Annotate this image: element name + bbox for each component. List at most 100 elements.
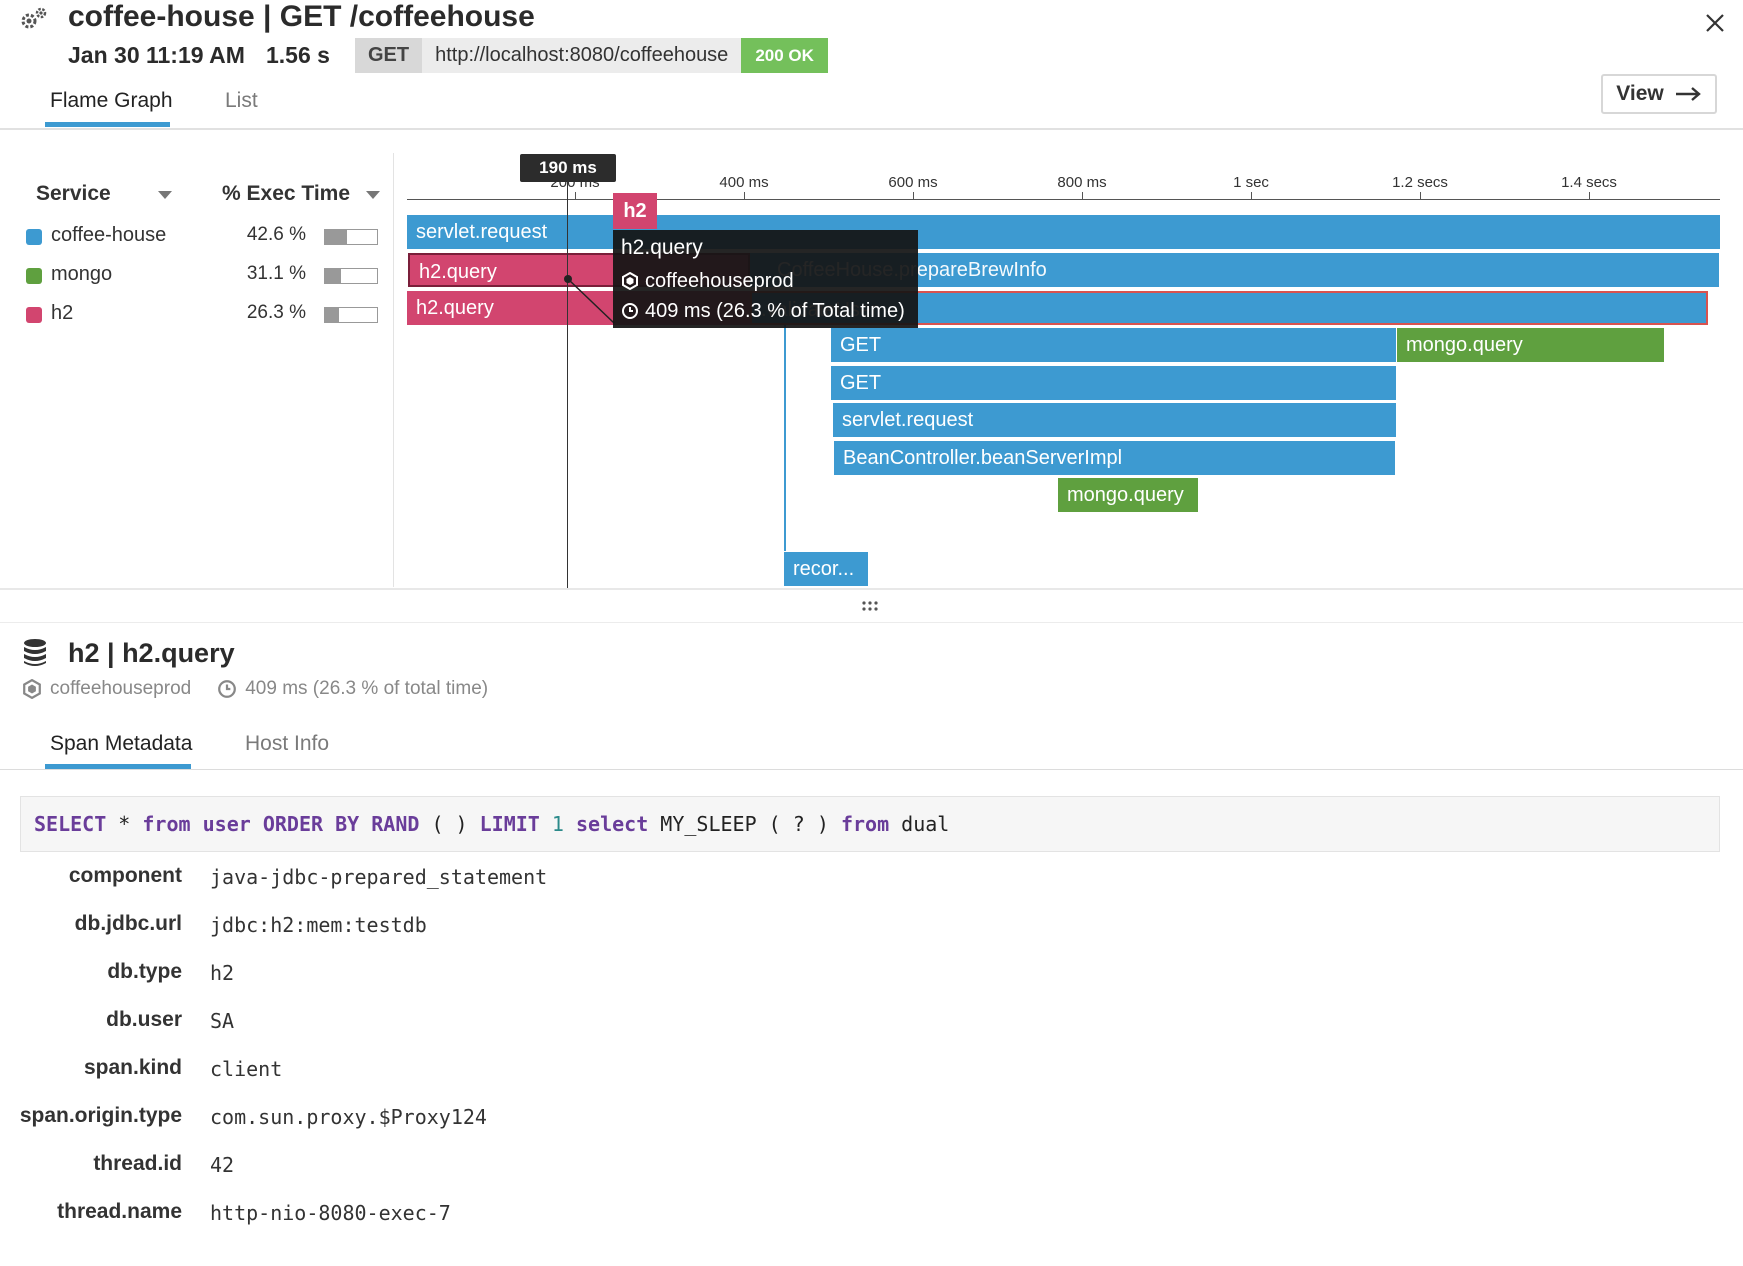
sql-token: user — [202, 812, 251, 836]
flame-span-label: BeanController.beanServerImpl — [843, 447, 1123, 469]
service-row[interactable]: coffee-house 42.6 % — [26, 222, 386, 252]
axis-tick-label: 1 sec — [1233, 174, 1269, 191]
environment-hexagon-icon — [622, 272, 638, 290]
flame-span[interactable]: servlet.request — [833, 403, 1396, 437]
axis-tick-label: 800 ms — [1057, 174, 1107, 191]
tooltip-span-name: h2.query — [621, 236, 703, 259]
sql-token: ( — [431, 812, 444, 836]
metadata-key: component — [68, 864, 182, 887]
environment-hexagon-icon — [23, 679, 41, 699]
span-detail-meta: coffeehouseprod 409 ms (26.3 % of total … — [22, 678, 514, 700]
flame-span-label: mongo.query — [1406, 334, 1523, 356]
flame-span[interactable]: mongo.query — [1058, 478, 1198, 512]
span-connector-line — [784, 325, 786, 551]
metadata-key: span.kind — [83, 1056, 182, 1079]
flame-span[interactable]: GET — [831, 328, 1396, 362]
axis-tick — [1589, 192, 1590, 200]
metadata-key: db.jdbc.url — [74, 912, 182, 935]
metadata-key: db.user — [106, 1008, 182, 1031]
sql-token: ( — [768, 812, 781, 836]
sql-token: ) — [455, 812, 468, 836]
sql-token: 1 — [551, 812, 564, 836]
service-exec-pct: 31.1 % — [246, 263, 306, 284]
sql-token: from — [840, 812, 890, 836]
service-name: coffee-house — [51, 224, 167, 246]
arrow-right-icon — [1675, 87, 1701, 101]
service-color-swatch — [26, 229, 42, 245]
axis-tick — [913, 192, 914, 200]
request-url: http://localhost:8080/coffeehouse — [422, 38, 742, 73]
detail-environment: coffeehouseprod — [50, 678, 192, 699]
header-divider — [0, 128, 1743, 130]
metadata-row: component java-jdbc-prepared_statement — [0, 864, 1743, 904]
metadata-key: db.type — [107, 960, 182, 983]
panel-divider — [393, 153, 394, 587]
close-icon[interactable] — [1704, 12, 1726, 39]
flame-span[interactable]: BeanController.beanServerImpl — [834, 441, 1395, 475]
service-exec-pct: 26.3 % — [246, 302, 306, 323]
sql-token: from — [142, 812, 191, 836]
detail-duration: 409 ms (26.3 % of total time) — [245, 678, 489, 699]
flame-span-label: recor... — [793, 558, 855, 580]
sql-token: ) — [816, 812, 829, 836]
sql-token: MY_SLEEP — [660, 812, 757, 836]
service-column-header[interactable]: Service — [36, 182, 111, 205]
metadata-value: jdbc:h2:mem:testdb — [210, 913, 427, 937]
exec-time-sort-caret-icon[interactable] — [366, 191, 380, 199]
service-sort-caret-icon[interactable] — [158, 191, 172, 199]
flame-span[interactable]: recor... — [784, 552, 868, 586]
flame-span[interactable]: servlet.request — [407, 215, 1720, 249]
exec-time-column-header[interactable]: % Exec Time — [222, 182, 351, 205]
axis-tick — [1251, 192, 1252, 200]
sql-token: SELECT — [34, 812, 107, 836]
tab-flame-graph[interactable]: Flame Graph — [50, 89, 173, 112]
metadata-value: http-nio-8080-exec-7 — [210, 1201, 451, 1225]
flame-span[interactable]: GET — [831, 366, 1396, 400]
axis-tick-label: 400 ms — [719, 174, 769, 191]
span-tooltip: h2.query coffeehouseprod 409 ms (26.3 % … — [613, 230, 918, 328]
span-detail-title: h2 | h2.query — [68, 638, 235, 668]
flame-span-label: servlet.request — [416, 221, 548, 243]
clock-icon — [218, 680, 237, 698]
database-icon — [22, 638, 48, 673]
http-method-badge: GET — [355, 38, 423, 73]
time-cursor-line — [567, 168, 568, 588]
service-color-swatch — [26, 268, 42, 284]
resize-grip-icon[interactable] — [862, 598, 878, 616]
view-button[interactable]: View — [1601, 74, 1717, 114]
tab-span-metadata[interactable]: Span Metadata — [50, 732, 193, 755]
tooltip-environment: coffeehouseprod — [645, 269, 794, 292]
flame-span-label: mongo.query — [1067, 484, 1184, 506]
trace-date: Jan 30 11:19 AM — [68, 42, 245, 68]
service-exec-bar — [324, 307, 378, 323]
sql-token: BY — [335, 812, 360, 836]
flame-span[interactable]: mongo.query — [1397, 328, 1664, 362]
service-exec-bar-fill — [325, 269, 342, 283]
tab-list[interactable]: List — [225, 89, 258, 112]
metadata-value: client — [210, 1057, 283, 1081]
service-exec-bar-fill — [325, 230, 348, 244]
flame-span-label: servlet.request — [842, 409, 974, 431]
trace-duration: 1.56 s — [266, 42, 330, 68]
axis-tick-label: 1.4 secs — [1561, 174, 1617, 191]
service-exec-pct: 42.6 % — [246, 224, 306, 245]
metadata-value: 42 — [210, 1153, 235, 1177]
time-cursor-label: 190 ms — [520, 154, 616, 182]
sql-token: * — [118, 812, 131, 836]
metadata-value: SA — [210, 1009, 235, 1033]
active-tab-indicator — [45, 122, 170, 127]
tab-host-info[interactable]: Host Info — [245, 732, 330, 755]
view-button-label: View — [1616, 82, 1664, 105]
sql-token: dual — [901, 812, 950, 836]
splitter-top-line — [0, 588, 1743, 590]
axis-tick — [744, 192, 745, 200]
sql-token: LIMIT — [479, 812, 540, 836]
metadata-row: span.kind client — [0, 1056, 1743, 1096]
service-exec-bar — [324, 268, 378, 284]
time-axis — [407, 199, 1720, 200]
metadata-value: java-jdbc-prepared_statement — [210, 865, 548, 889]
